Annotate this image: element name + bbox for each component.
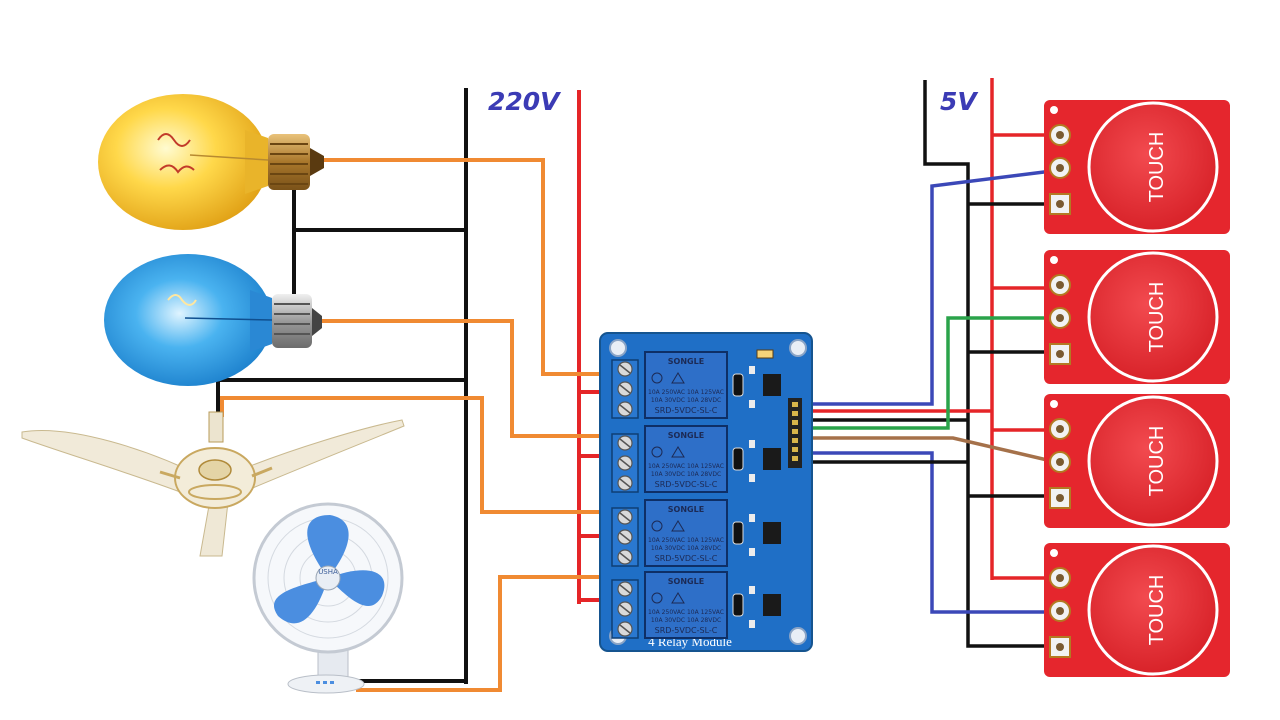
relay-brand: SONGLE: [668, 431, 704, 440]
relay-body-3: [644, 499, 728, 567]
table-fan-icon: USHA: [252, 502, 404, 694]
touch-label: TOUCH: [1146, 426, 1168, 497]
touch-label: TOUCH: [1146, 132, 1168, 203]
optocoupler-2: [763, 448, 781, 470]
touch-pad: [1087, 101, 1219, 233]
optocoupler-1: [763, 374, 781, 396]
touch-sensors: TOUCH TOUCH TOUCH TOUCH: [1044, 100, 1230, 677]
touch-pad: [1087, 251, 1219, 383]
input-pin-header: [788, 398, 802, 468]
touch-label: TOUCH: [1146, 282, 1168, 353]
screw-terminal-1: [611, 359, 639, 419]
touch-pad: [1087, 395, 1219, 527]
relay-brand: SONGLE: [668, 505, 704, 514]
ceiling-fan-icon: [21, 411, 405, 557]
touch-sensor-2: TOUCH: [1044, 250, 1230, 384]
screw-terminal-4: [611, 579, 639, 639]
blue-bulb-icon: [104, 254, 322, 386]
relay-brand: SONGLE: [668, 357, 704, 366]
mains-rails: [464, 88, 581, 684]
load-wires: [220, 158, 625, 692]
relay-rating-line2: 10A 30VDC 10A 28VDC: [651, 617, 721, 624]
mains-voltage-label: 220V: [488, 87, 561, 116]
relay-rating-line1: 10A 250VAC 10A 125VAC: [648, 389, 724, 396]
relay-body-2: [644, 425, 728, 493]
relay-rating-line2: 10A 30VDC 10A 28VDC: [651, 471, 721, 478]
relay-model: SRD-5VDC-SL-C: [655, 554, 718, 563]
relay-rating-line1: 10A 250VAC 10A 125VAC: [648, 537, 724, 544]
relay-model: SRD-5VDC-SL-C: [655, 406, 718, 415]
relay-rating-line1: 10A 250VAC 10A 125VAC: [648, 609, 724, 616]
yellow-bulb-icon: [98, 94, 324, 230]
relay-rating-line2: 10A 30VDC 10A 28VDC: [651, 397, 721, 404]
relay-model: SRD-5VDC-SL-C: [655, 480, 718, 489]
touch-sensor-4: TOUCH: [1044, 543, 1230, 677]
gnd-rail: [923, 80, 1060, 648]
optocoupler-4: [763, 594, 781, 616]
screw-terminal-2: [611, 433, 639, 493]
relay-body-1: [644, 351, 728, 419]
relay-model: SRD-5VDC-SL-C: [655, 626, 718, 635]
dc-rails: [923, 78, 1060, 648]
relay-brand: SONGLE: [668, 577, 704, 586]
touch-label: TOUCH: [1146, 575, 1168, 646]
relay-rating-line2: 10A 30VDC 10A 28VDC: [651, 545, 721, 552]
dc-voltage-label: 5V: [940, 87, 978, 116]
signal-wires: [800, 168, 1061, 614]
optocoupler-3: [763, 522, 781, 544]
touch-pad: [1087, 544, 1219, 676]
relay-body-4: [644, 571, 728, 639]
fan-brand-label: USHA: [318, 568, 338, 576]
touch-sensor-3: TOUCH: [1044, 394, 1230, 528]
screw-terminal-3: [611, 507, 639, 567]
touch-sensor-1: TOUCH: [1044, 100, 1230, 234]
relay-rating-line1: 10A 250VAC 10A 125VAC: [648, 463, 724, 470]
